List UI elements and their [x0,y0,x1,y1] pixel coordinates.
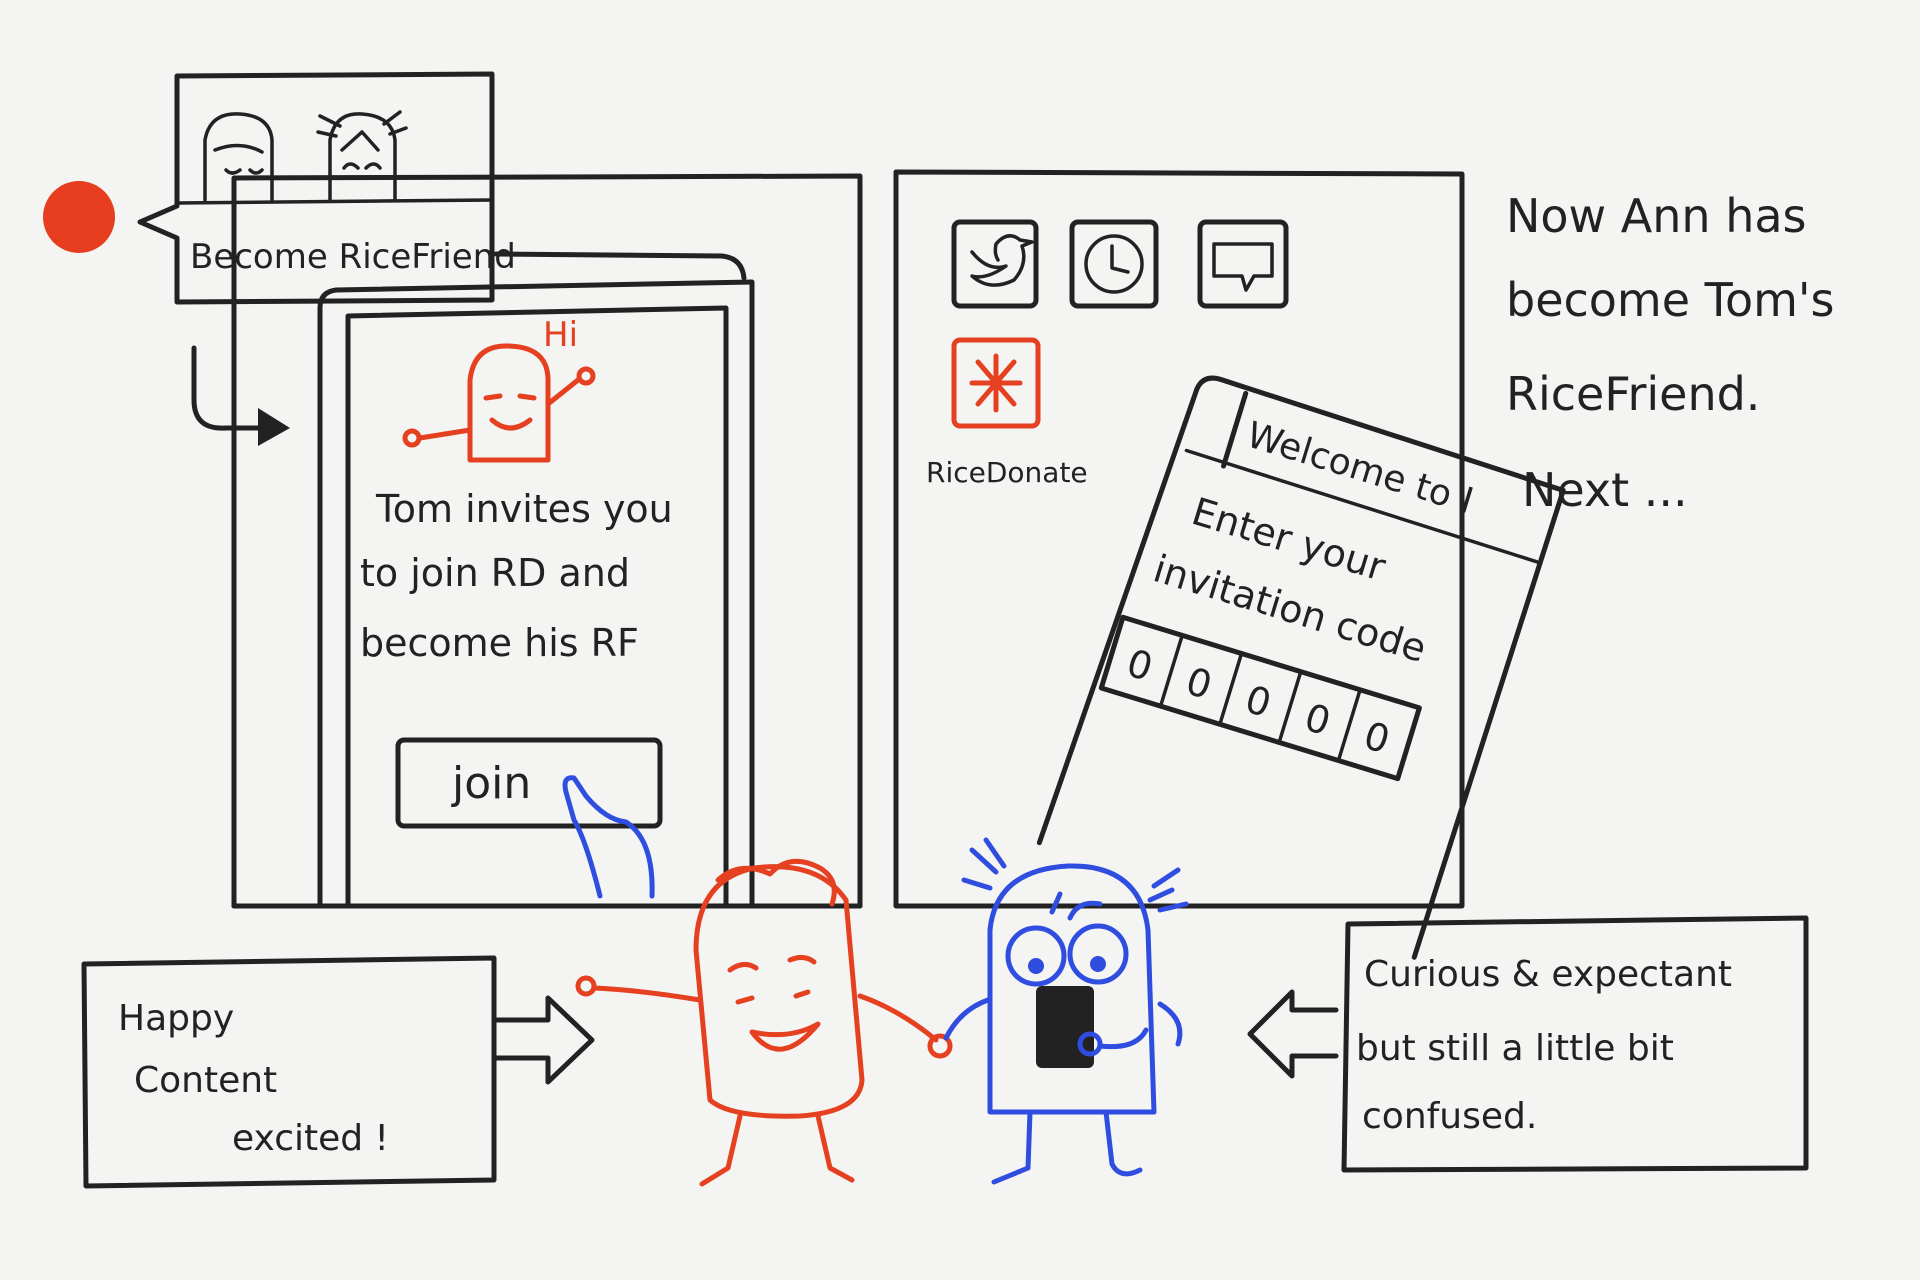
code-digit-5: 0 [1359,713,1395,762]
tom-avatar-icon [203,112,274,202]
right-note-line-1: Curious & expectant [1364,954,1732,995]
arrow-right-icon [191,345,279,431]
narration-line-3: RiceFriend. [1506,367,1760,421]
prompt-line-2: invitation code [1148,546,1431,671]
phone-held-icon [1036,986,1094,1068]
ann-avatar-icon [316,110,408,202]
left-note-box: Happy Content excited ! [81,955,497,1189]
become-ricefriend-box: Become RiceFriend [137,71,516,305]
arrow-right-icon [493,995,595,1085]
arrow-left-icon [1247,989,1339,1079]
ricedonate-app-icon[interactable]: RiceDonate [926,337,1088,489]
greeting-text: Hi [543,315,578,355]
right-note-box: Curious & expectant but still a little b… [1341,915,1809,1173]
code-digit-2: 0 [1181,659,1217,708]
narration-line-4: Next ... [1522,463,1688,517]
invite-text: Tom invites you to join RD and become hi… [360,487,673,665]
message-icon[interactable] [1197,219,1289,309]
code-digit-3: 0 [1240,677,1276,726]
right-note-line-3: confused. [1362,1096,1537,1137]
twitter-icon[interactable] [951,219,1039,309]
invite-line-1: Tom invites you [375,487,673,531]
code-digit-4: 0 [1300,695,1336,744]
left-panel-frame [231,173,863,909]
right-panel-frame [893,169,1465,909]
join-button-label: join [451,758,531,809]
speech-label: Become RiceFriend [190,237,516,277]
invite-line-3: become his RF [360,621,639,665]
narration-line-2: become Tom's [1506,273,1835,327]
code-digit-1: 0 [1122,641,1158,690]
record-dot-icon [43,181,115,253]
app-label: RiceDonate [926,456,1088,489]
pointing-hand-icon [562,775,655,899]
join-button[interactable]: join [395,737,663,829]
left-note-line-2: Content [134,1060,277,1101]
ricedonate-logo-icon [969,353,1023,413]
greeting-character-icon [402,343,596,463]
ann-character [943,837,1189,1185]
clock-icon[interactable] [1069,219,1159,309]
right-note-line-2: but still a little bit [1356,1028,1674,1069]
narration-line-1: Now Ann has [1506,189,1807,243]
narration-text: Now Ann has become Tom's RiceFriend. Nex… [1506,189,1835,517]
tilted-phone: Welcome to I Enter your invitation code … [1036,375,1566,960]
left-phone: Hi Tom invites you to join RD and become… [317,251,755,909]
left-note-line-1: Happy [118,998,234,1039]
invite-line-2: to join RD and [360,551,630,595]
tom-character [575,858,953,1187]
left-note-line-3: excited ! [232,1118,389,1159]
